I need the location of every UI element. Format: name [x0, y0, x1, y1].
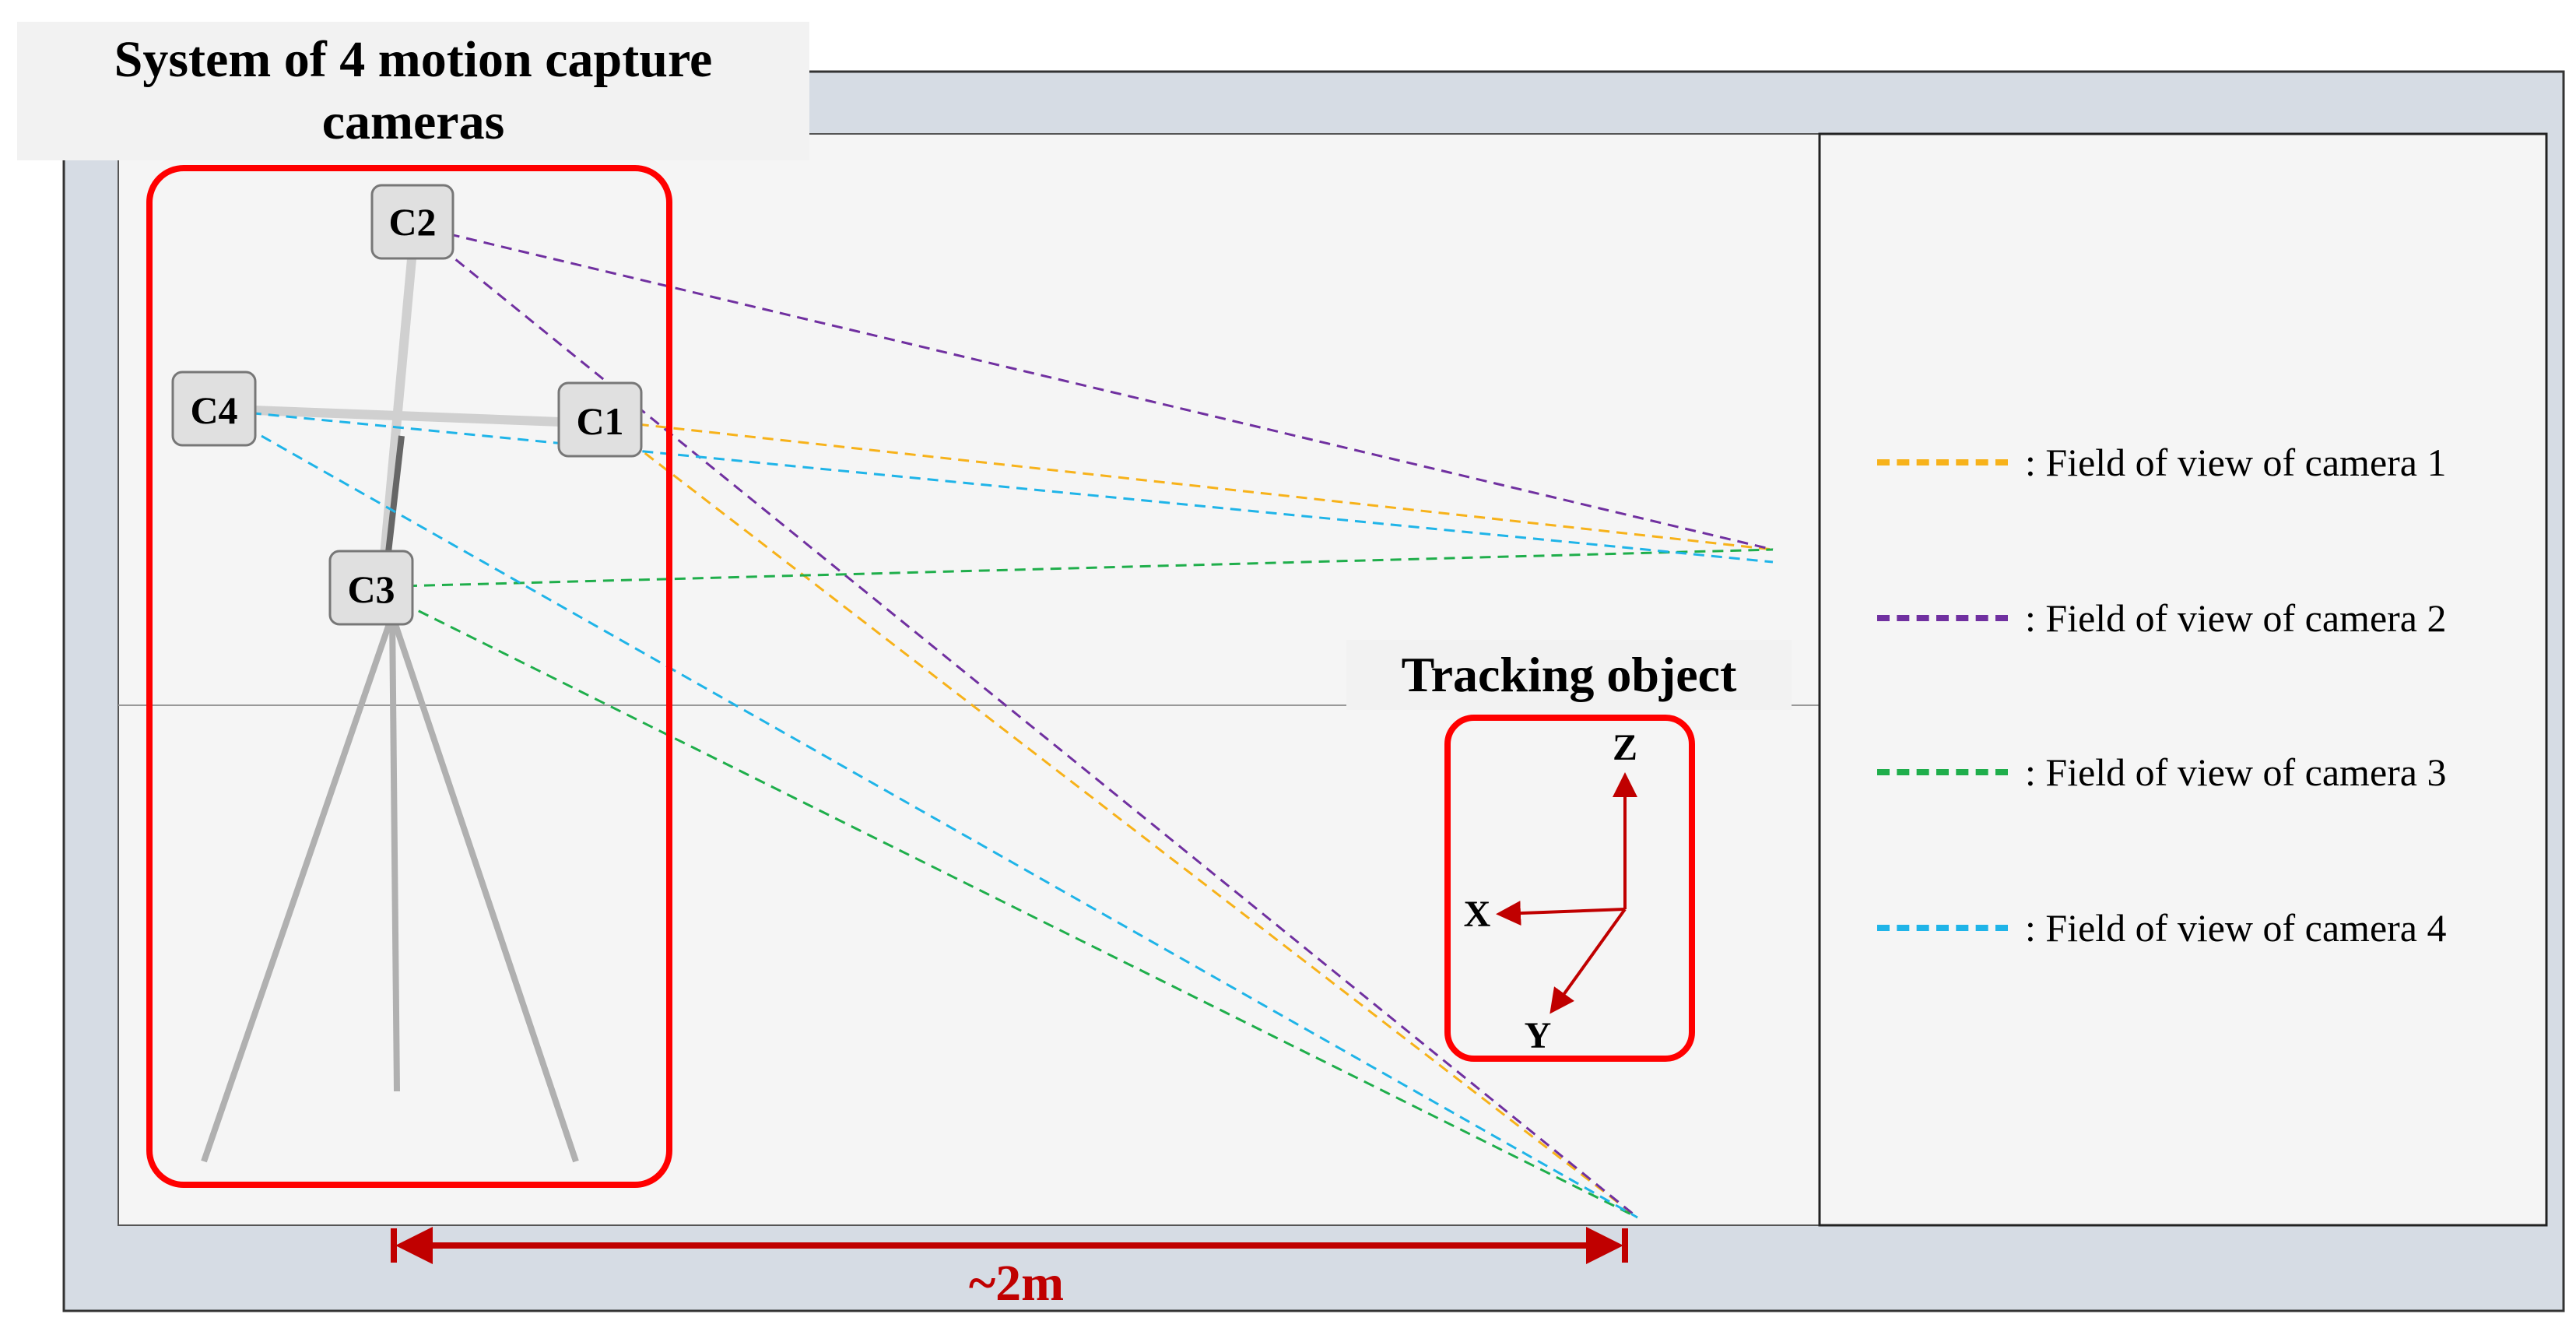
x-axis-arrow: [1496, 901, 1626, 926]
camera-c4-label: C4: [190, 388, 237, 432]
tripod: [201, 233, 603, 1163]
camera-c1-label: C1: [576, 399, 623, 443]
distance-dimension: ~2m: [391, 1227, 1628, 1312]
camera-c3: C3: [328, 550, 414, 626]
fov-camera1-near: [602, 419, 1638, 1219]
fov-camera4-far: [214, 408, 1774, 564]
camera-c2-label: C2: [388, 200, 436, 244]
legend-swatch-camera1: [1877, 459, 2008, 465]
camera-c3-label: C3: [347, 567, 395, 611]
y-axis-label: Y: [1525, 1015, 1552, 1056]
title-box: System of 4 motion capture cameras: [17, 22, 809, 160]
legend-text-camera1: : Field of view of camera 1: [2025, 441, 2447, 484]
x-axis-label: X: [1464, 894, 1491, 935]
legend-item-camera2: : Field of view of camera 2: [1877, 587, 2446, 649]
camera-c4: C4: [171, 371, 257, 447]
legend-text-camera3: : Field of view of camera 3: [2025, 750, 2447, 794]
camera-system-highlight: [146, 165, 672, 1188]
legend-swatch-camera4: [1877, 925, 2008, 931]
tracking-object-label: Tracking object: [1401, 647, 1737, 702]
legend-item-camera4: : Field of view of camera 4: [1877, 897, 2446, 959]
legend-swatch-camera3: [1877, 769, 2008, 775]
fov-camera2-far: [413, 224, 1774, 551]
camera-c2: C2: [370, 184, 454, 260]
distance-label: ~2m: [969, 1255, 1064, 1312]
legend-panel: [1818, 132, 2548, 1227]
diagram-title: System of 4 motion capture cameras: [114, 31, 713, 150]
fov-camera2-near: [413, 224, 1638, 1219]
legend-item-camera1: : Field of view of camera 1: [1877, 431, 2446, 494]
y-axis-arrow: [1549, 908, 1627, 1014]
fov-lines: [214, 224, 1774, 1219]
coordinate-axes: Z X Y: [1464, 727, 1637, 1056]
legend-text-camera4: : Field of view of camera 4: [2025, 906, 2447, 950]
fov-camera3-near: [370, 585, 1638, 1219]
legend-text-camera2: : Field of view of camera 2: [2025, 596, 2447, 640]
legend-item-camera3: : Field of view of camera 3: [1877, 741, 2446, 803]
fov-camera4-near: [214, 408, 1638, 1219]
tracking-label-box: Tracking object: [1346, 640, 1792, 710]
fov-camera3-far: [370, 548, 1774, 588]
tracking-object-highlight: [1444, 715, 1695, 1062]
z-axis-label: Z: [1613, 727, 1637, 768]
camera-c1: C1: [557, 381, 643, 458]
legend-swatch-camera2: [1877, 615, 2008, 621]
